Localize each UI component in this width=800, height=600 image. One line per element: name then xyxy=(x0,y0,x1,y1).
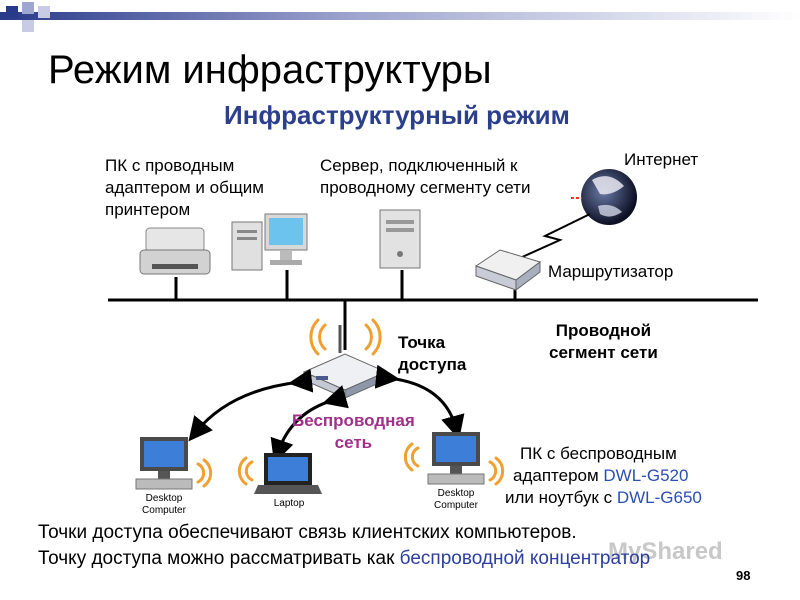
bottom-text-line1: Точки доступа обеспечивают связь клиентс… xyxy=(38,522,577,543)
bottom-text-line2: Точку доступа можно рассматривать как бе… xyxy=(38,545,650,573)
wired-backbone xyxy=(108,270,758,350)
label-server: Сервер, подключенный к проводному сегмен… xyxy=(320,156,531,197)
label-wireless-pc-line1: ПК с беспроводным xyxy=(520,444,677,463)
label-wireless-pc-line3-prefix: или ноутбук с xyxy=(505,488,617,507)
desktop-computer-left-icon xyxy=(135,437,193,490)
caption-desktop-right: Desktop Computer xyxy=(434,488,478,511)
caption-laptop: Laptop xyxy=(273,498,305,509)
watermark: MyShared xyxy=(608,538,723,565)
internet-globe-icon xyxy=(571,169,637,225)
label-wireless-network: Беспроводная сеть xyxy=(292,411,415,452)
caption-desktop-left: Desktop Computer xyxy=(142,493,186,516)
label-wireless-pc-line3: или ноутбук с DWL-G650 xyxy=(505,487,702,509)
label-wireless-pc-line2-prefix: адаптером xyxy=(513,466,604,485)
wireless-waves-icon xyxy=(196,318,505,488)
page-number: 98 xyxy=(736,568,751,583)
slide-title: Режим инфраструктуры xyxy=(48,48,492,92)
label-wired-pc: ПК с проводным адаптером и общим принтер… xyxy=(105,156,264,219)
server-icon xyxy=(379,209,421,269)
model-dwl-g520: DWL-G520 xyxy=(603,466,689,485)
label-router: Маршрутизатор xyxy=(548,262,674,281)
printer-icon xyxy=(139,227,211,275)
router-icon xyxy=(474,249,542,291)
wireless-arrows xyxy=(188,364,465,464)
diagram-title: Инфраструктурный режим xyxy=(224,100,570,130)
label-wired-segment: Проводной сегмент сети xyxy=(549,321,658,362)
internet-link xyxy=(519,213,591,259)
desktop-computer-right-icon xyxy=(427,432,485,485)
top-decoration-bar xyxy=(0,2,800,32)
laptop-icon xyxy=(254,453,322,494)
label-internet: Интернет xyxy=(624,150,699,169)
bottom-text-highlight: беспроводной концентратор xyxy=(399,548,651,569)
wired-pc-icon xyxy=(231,213,308,271)
model-dwl-g650: DWL-G650 xyxy=(616,488,702,507)
bottom-text-line2-prefix: Точку доступа можно рассматривать как xyxy=(38,548,400,569)
label-access-point: Точка доступа xyxy=(398,333,467,374)
label-wireless-pc-line2: адаптером DWL-G520 xyxy=(513,465,688,487)
